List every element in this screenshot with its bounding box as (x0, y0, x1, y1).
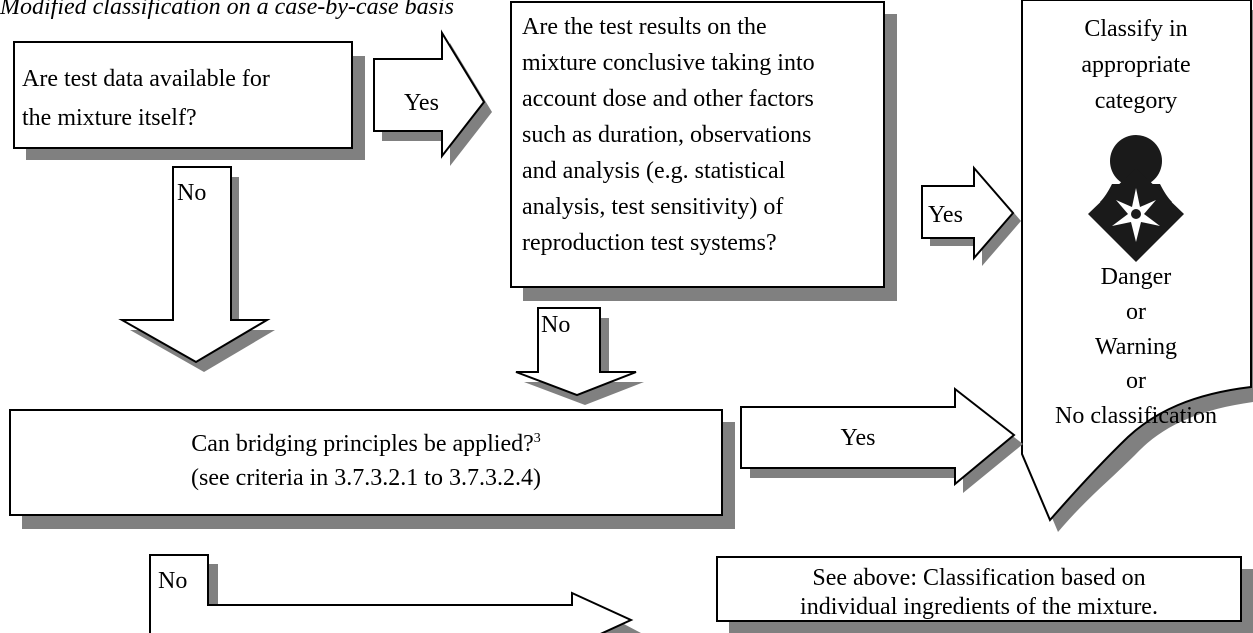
q3-box: Can bridging principles be applied?3 (se… (9, 409, 735, 529)
q2-line: such as duration, observations (522, 122, 811, 148)
q2-line: and analysis (e.g. statistical (522, 158, 786, 184)
q1-line: Are test data available for (22, 66, 270, 92)
result-bottom-line: or (1126, 299, 1146, 325)
q2-line: Are the test results on the (522, 14, 767, 40)
q2-no-label: No (541, 312, 570, 338)
result-bottom-line: Danger (1101, 264, 1172, 290)
q2-line: account dose and other factors (522, 86, 814, 112)
see-above-line: See above: Classification based on (812, 565, 1145, 591)
q1-box: Are test data available for the mixture … (13, 41, 365, 160)
health-hazard-icon (1088, 135, 1184, 262)
q3-line-1: Can bridging principles be applied?3 (191, 431, 541, 457)
q3-line-1-text: Can bridging principles be applied? (191, 431, 534, 457)
result-top-line: appropriate (1081, 52, 1190, 78)
q2-yes-arrow: Yes (921, 165, 1021, 266)
q2-box: Are the test results on the mixture conc… (510, 1, 897, 301)
q2-no-arrow: No (515, 307, 644, 405)
result-box: Classify in appropriate category Danger … (1021, 0, 1253, 532)
q2-yes-label: Yes (928, 202, 963, 228)
q1-yes-label: Yes (404, 90, 439, 116)
q1-no-arrow: No (118, 166, 275, 372)
q3-no-arrow: No (149, 554, 641, 633)
q1-no-label: No (177, 180, 206, 206)
result-bottom-line: Warning (1095, 334, 1177, 360)
q1-line: the mixture itself? (22, 105, 197, 131)
result-top-line: category (1095, 88, 1178, 114)
q3-line-2: (see criteria in 3.7.3.2.1 to 3.7.3.2.4) (191, 465, 541, 491)
q3-yes-label: Yes (841, 425, 876, 451)
q2-line: mixture conclusive taking into (522, 50, 815, 76)
header-text: Modified classification on a case-by-cas… (0, 0, 454, 20)
result-bottom-line: or (1126, 368, 1146, 394)
see-above-box: See above: Classification based on indiv… (716, 556, 1253, 633)
result-bottom-line: No classification (1055, 403, 1217, 429)
footnote-mark: 3 (534, 431, 541, 446)
q1-yes-arrow: Yes (373, 29, 492, 166)
q3-yes-arrow: Yes (740, 386, 1023, 493)
see-above-line: individual ingredients of the mixture. (800, 594, 1158, 620)
result-top-line: Classify in (1084, 16, 1187, 42)
q2-line: analysis, test sensitivity) of (522, 194, 783, 220)
q2-line: reproduction test systems? (522, 230, 777, 256)
q3-no-label: No (158, 568, 187, 594)
